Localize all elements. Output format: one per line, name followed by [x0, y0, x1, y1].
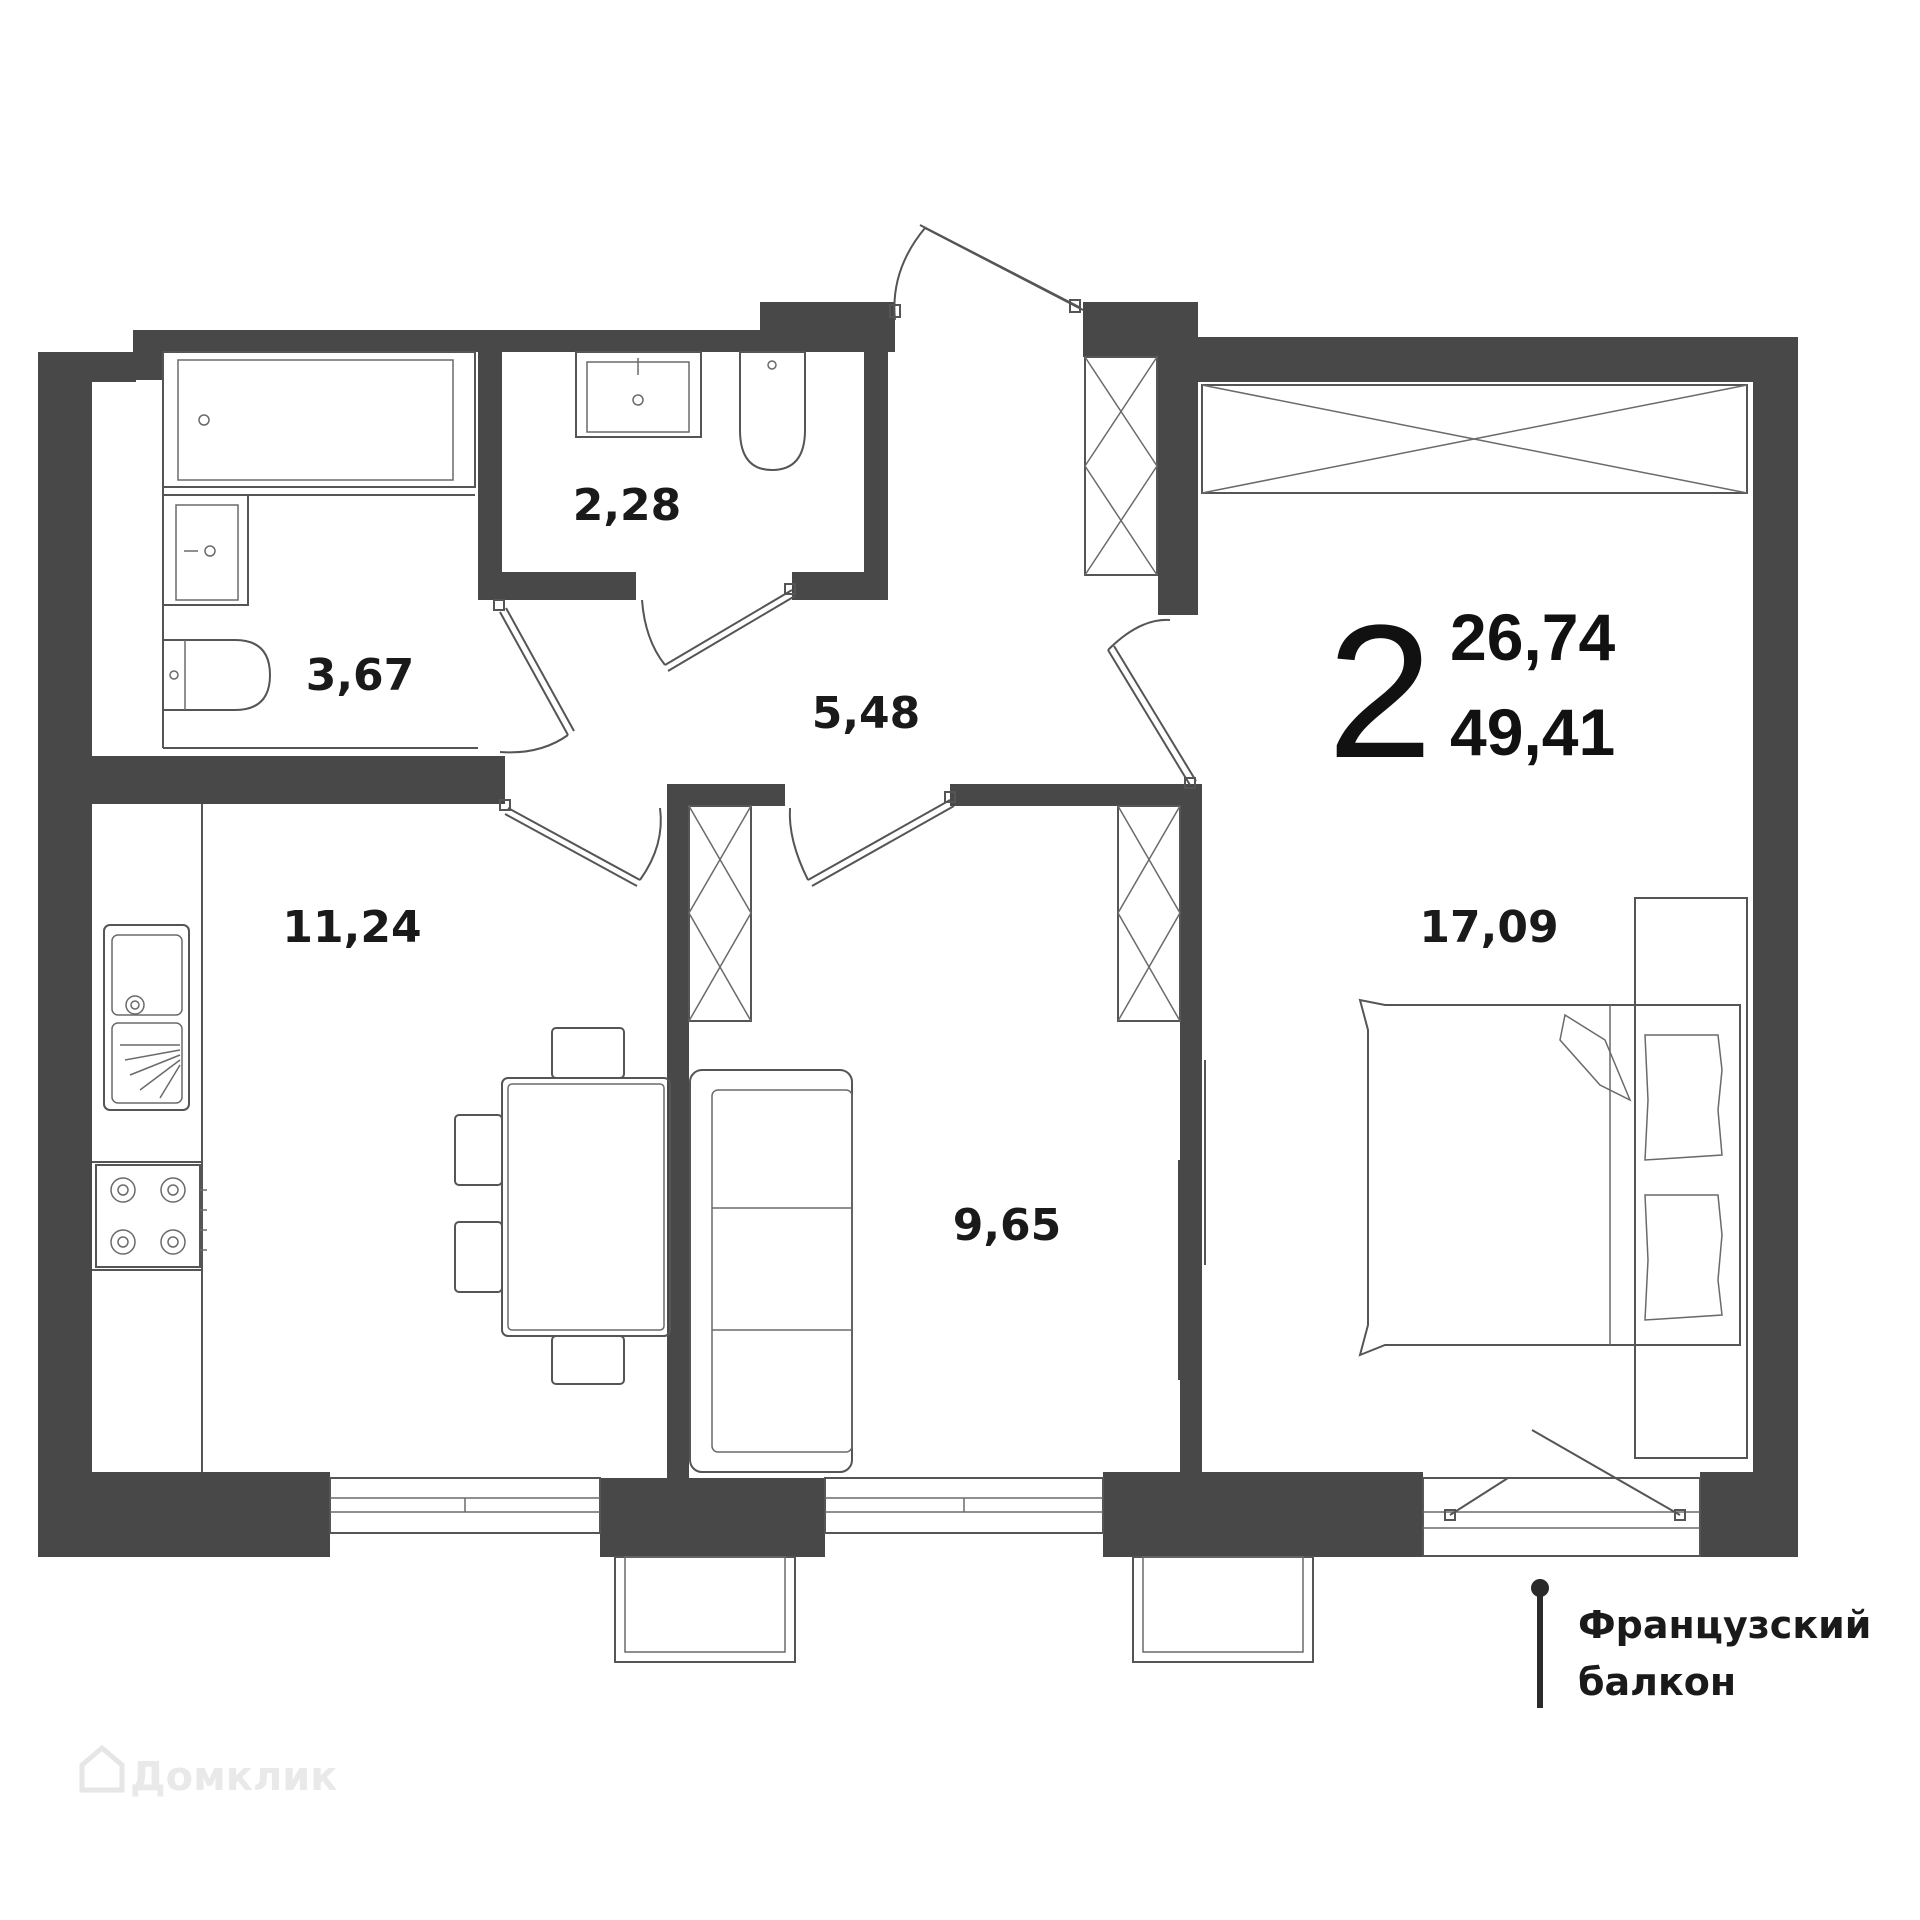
window-kitchen — [329, 1477, 601, 1534]
room-large-wardrobe — [1201, 384, 1748, 494]
legend-line-1: Французский — [1578, 1603, 1871, 1647]
dining-table — [454, 1027, 671, 1385]
room-small-wardrobe-left — [688, 805, 752, 1022]
balcony-box-left — [614, 1556, 796, 1663]
watermark: Домклик — [79, 1744, 337, 1800]
room-small-door — [788, 791, 956, 887]
bed — [1358, 897, 1748, 1459]
toilet-door — [641, 583, 796, 672]
kitchen-door — [499, 799, 662, 887]
watermark-text: Домклик — [130, 1754, 337, 1800]
walls — [38, 302, 1798, 1557]
kitchen-sink — [103, 924, 190, 1111]
legend-marker-line — [1537, 1588, 1543, 1708]
room-area-room-small: 9,65 — [953, 1200, 1062, 1251]
room-area-room-large: 17,09 — [1419, 902, 1558, 953]
balcony-box-right — [1132, 1556, 1314, 1663]
room-large-door — [1107, 618, 1197, 789]
bathroom-door — [493, 599, 575, 754]
bath-toilet — [162, 639, 272, 711]
legend-line-2: балкон — [1578, 1660, 1736, 1704]
total-area: 49,41 — [1450, 695, 1615, 769]
watermark-house-icon — [79, 1744, 125, 1793]
kitchen-counter — [92, 804, 203, 1472]
bath-sink — [162, 494, 475, 606]
hall-wardrobe — [1084, 356, 1158, 576]
sofa — [689, 1069, 853, 1473]
wc-toilet — [739, 351, 806, 472]
room-area-bathroom: 3,67 — [306, 650, 415, 701]
french-balcony-door — [1178, 1060, 1206, 1380]
window-room-large — [1422, 1429, 1701, 1557]
room-area-hallway: 5,48 — [812, 688, 921, 739]
room-small-wardrobe-right — [1117, 805, 1181, 1022]
room-area-toilet: 2,28 — [573, 480, 682, 531]
wc-sink — [575, 351, 702, 438]
kitchen-stove — [95, 1164, 207, 1268]
entrance-door — [889, 224, 1084, 321]
window-room-small — [824, 1477, 1104, 1534]
living-area: 26,74 — [1450, 600, 1615, 674]
rooms-count: 2 — [1327, 586, 1433, 798]
french-balcony-legend: Французский балкон — [1531, 1579, 1871, 1708]
room-area-kitchen: 11,24 — [282, 902, 421, 953]
bathtub — [162, 351, 476, 488]
